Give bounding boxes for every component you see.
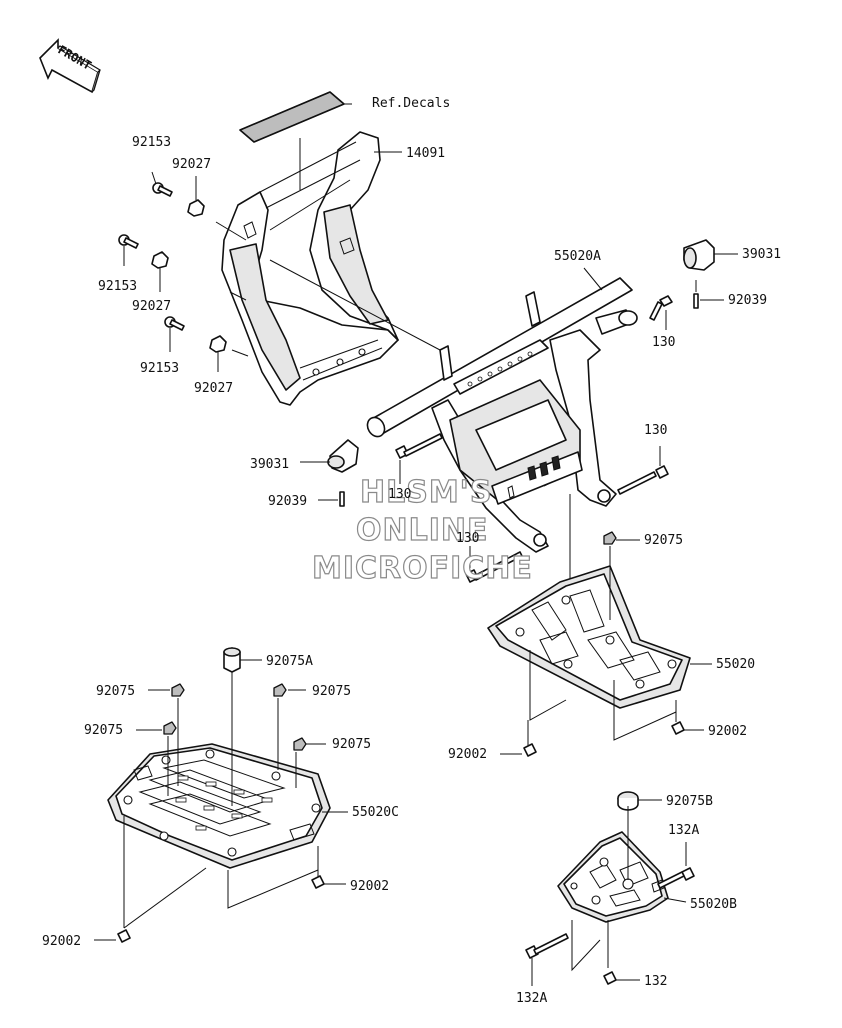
nut-92027-a [187, 176, 205, 217]
skid-plate-55020C [107, 743, 348, 929]
callout-92002-d: 92002 [42, 934, 81, 949]
callout-92075-a: 92075 [644, 533, 683, 548]
bolt-132 [603, 971, 640, 985]
callout-92075A: 92075A [266, 654, 313, 669]
callout-130-b: 130 [644, 423, 667, 438]
callout-92075-d: 92075 [84, 723, 123, 738]
callout-130-a: 130 [652, 335, 675, 350]
bolt-92153-a [151, 171, 173, 197]
callout-55020B: 55020B [690, 897, 737, 912]
callout-92039-a: 92039 [728, 293, 767, 308]
collar-92075A [223, 647, 262, 806]
nut-92075-a [603, 531, 640, 620]
callout-55020A: 55020A [554, 249, 601, 264]
frame-bracket-55020A [366, 267, 638, 670]
callout-ref-decals: Ref.Decals [372, 96, 450, 111]
callout-92075-c: 92075 [312, 684, 351, 699]
callout-92153-b: 92153 [98, 279, 137, 294]
callout-92027-b: 92027 [132, 299, 171, 314]
bolt-132A-a [657, 842, 695, 889]
nut-92027-b [151, 251, 169, 292]
callout-92075-e: 92075 [332, 737, 371, 752]
bolt-92153-b [118, 234, 139, 266]
watermark-line1: HLSM'S [360, 475, 492, 510]
front-arrow-icon: FRONT [39, 38, 101, 94]
nut-92075-e [293, 737, 326, 788]
bolt-92153-c [164, 316, 185, 352]
bolt-130-b [617, 446, 669, 495]
skid-plate-55020 [487, 565, 712, 748]
nut-92027-c [209, 335, 227, 372]
watermark-line3: MICROFICHE [312, 551, 533, 586]
callout-labels: Ref.Decals 14091 92153 92027 92153 92027… [42, 96, 781, 1006]
bolt-130-a [649, 295, 673, 330]
callout-92153-c: 92153 [140, 361, 179, 376]
decal-plate [239, 91, 352, 190]
callout-132A-a: 132A [668, 823, 699, 838]
callout-92002-b: 92002 [448, 747, 487, 762]
callout-92075B: 92075B [666, 794, 713, 809]
bolt-92002-d [94, 929, 131, 943]
callout-130-d: 130 [456, 531, 479, 546]
nut-92075-d [273, 683, 306, 770]
nut-92075-b [148, 683, 185, 786]
cap-39031-a [683, 239, 738, 309]
plug-92075B [617, 791, 662, 880]
front-guard-14091 [215, 131, 441, 406]
watermark: HLSM'S ONLINE MICROFICHE [311, 474, 533, 586]
bolt-132A-b [525, 933, 569, 986]
watermark-line2: ONLINE [356, 513, 489, 548]
bolt-92002-c [311, 875, 346, 889]
callout-92002-a: 92002 [708, 724, 747, 739]
callout-92027-c: 92027 [194, 381, 233, 396]
callout-39031-a: 39031 [742, 247, 781, 262]
callout-92027-a: 92027 [172, 157, 211, 172]
callout-92075-b: 92075 [96, 684, 135, 699]
callout-132: 132 [644, 974, 667, 989]
bolt-130-c [395, 433, 443, 484]
bolt-92002-a [671, 721, 704, 735]
callout-55020C: 55020C [352, 805, 399, 820]
callout-39031-b: 39031 [250, 457, 289, 472]
nut-92075-c [136, 721, 177, 796]
callout-92039-b: 92039 [268, 494, 307, 509]
skid-plate-55020B [557, 831, 687, 972]
bolt-130-d [465, 546, 523, 583]
callout-132A-b: 132A [516, 991, 547, 1006]
callout-55020: 55020 [716, 657, 755, 672]
bolt-92002-b [500, 743, 537, 757]
callout-130-c: 130 [388, 487, 411, 502]
callout-92153-a: 92153 [132, 135, 171, 150]
callout-92002-c: 92002 [350, 879, 389, 894]
cap-39031-b [300, 439, 359, 507]
callout-14091: 14091 [406, 146, 445, 161]
